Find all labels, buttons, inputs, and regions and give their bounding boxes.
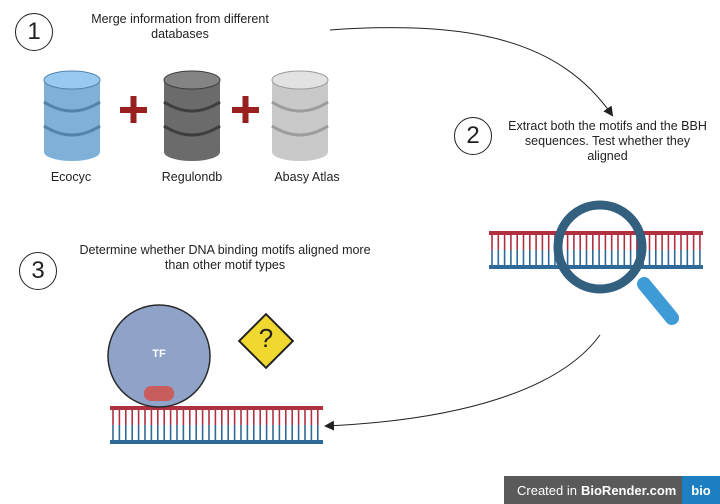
dna-strand-bottom bbox=[110, 406, 323, 444]
step-2-number: 2 bbox=[454, 117, 492, 155]
step-1-number: 1 bbox=[15, 13, 53, 51]
biorender-logo: bio bbox=[682, 476, 720, 504]
badge-prefix: Created in bbox=[517, 482, 577, 498]
arrow-step2-to-step3 bbox=[324, 334, 601, 431]
badge-brand: BioRender.com bbox=[580, 482, 677, 498]
badge-text: Created in BioRender.com bbox=[504, 476, 682, 504]
step-3-caption: Determine whether DNA binding motifs ali… bbox=[79, 243, 371, 272]
plus-sign-1 bbox=[120, 96, 147, 123]
database-cylinder-2 bbox=[163, 70, 221, 161]
magnifying-glass-icon bbox=[553, 200, 679, 325]
dna-strand-magnified bbox=[489, 231, 703, 269]
biorender-badge[interactable]: Created in BioRender.com bio bbox=[504, 476, 720, 504]
warning-question-icon bbox=[237, 312, 295, 370]
step-2-caption: Extract both the motifs and the BBH sequ… bbox=[508, 119, 707, 163]
database-cylinder-3 bbox=[271, 70, 329, 161]
transcription-factor bbox=[107, 304, 211, 408]
tf-label: TF bbox=[152, 348, 166, 360]
database-cylinder-1 bbox=[43, 70, 101, 161]
plus-sign-2 bbox=[232, 96, 259, 123]
database-label-ecocyc: Ecocyc bbox=[50, 170, 92, 184]
database-label-abasy: Abasy Atlas bbox=[274, 170, 340, 184]
warning-question-mark: ? bbox=[258, 323, 274, 353]
step-3-number: 3 bbox=[19, 252, 57, 290]
step-1-caption: Merge information from different databas… bbox=[91, 12, 269, 41]
database-label-regulondb: Regulondb bbox=[161, 170, 223, 184]
arrow-step1-to-step2 bbox=[329, 27, 614, 117]
